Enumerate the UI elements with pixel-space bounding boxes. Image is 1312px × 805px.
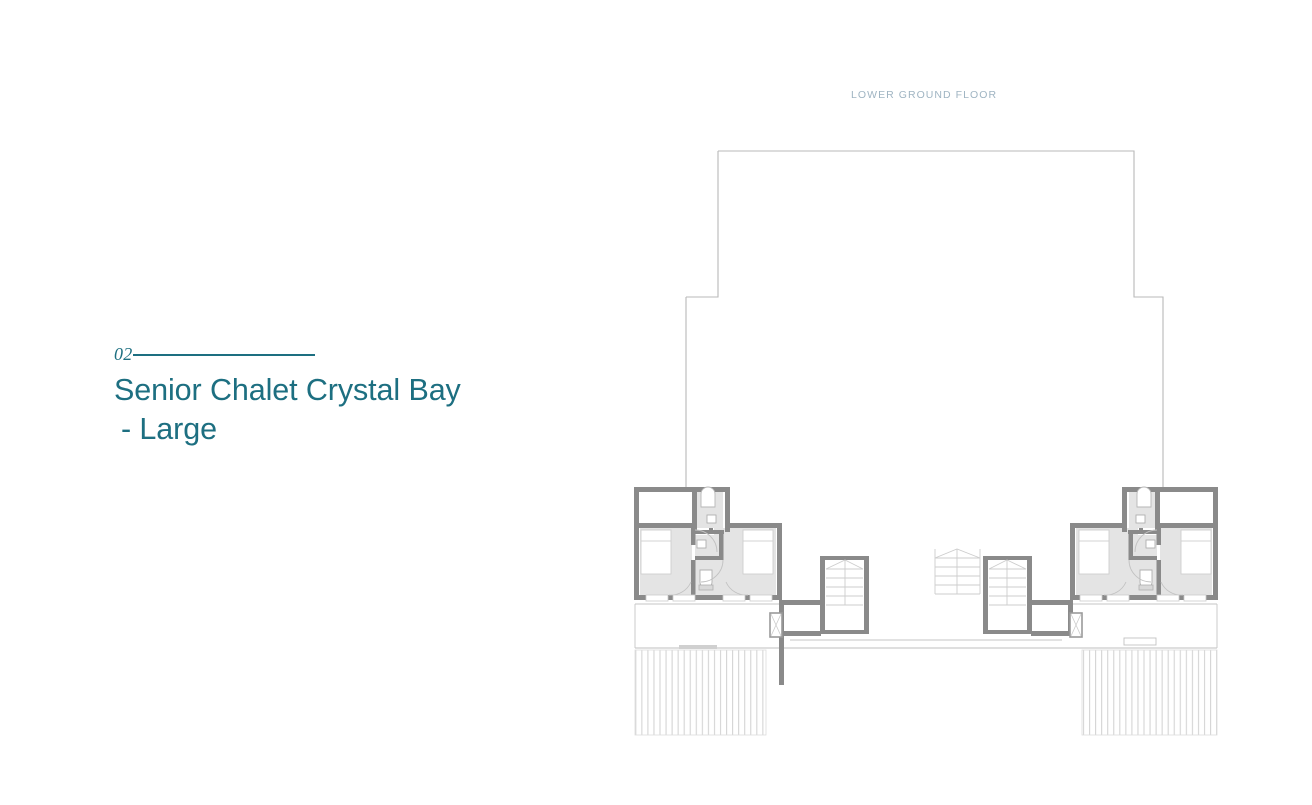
right-wing-beds <box>1078 529 1212 575</box>
left-wing-beds <box>640 529 774 575</box>
service-box-left <box>769 600 821 685</box>
floor-label: LOWER GROUND FLOOR <box>851 89 998 101</box>
left-terrace <box>634 649 767 736</box>
building-footprint-outline <box>685 150 1164 490</box>
title-number: 02 <box>114 344 133 364</box>
left-wing-windows <box>645 594 773 602</box>
title-block: 02 Senior Chalet Crystal Bay - Large <box>114 343 584 449</box>
central-core-walls <box>820 556 1032 634</box>
right-wing <box>1070 486 1218 602</box>
left-wing-partitions <box>691 528 724 596</box>
page-title: Senior Chalet Crystal Bay - Large <box>114 371 584 449</box>
right-wing-windows <box>1079 594 1207 602</box>
stair-center <box>934 548 981 595</box>
page-title-line1: Senior Chalet Crystal Bay <box>114 373 461 407</box>
right-wing-door-swings <box>1103 529 1184 596</box>
right-terrace <box>1081 649 1218 736</box>
stair-right <box>988 559 1027 606</box>
left-wing <box>634 486 782 602</box>
right-wing-bathroom-fixtures <box>1135 486 1156 591</box>
title-rule <box>133 354 316 356</box>
terrace-door-right <box>1123 637 1157 646</box>
terrace-threshold-left <box>679 645 717 649</box>
central-core <box>679 548 1157 685</box>
stair-left <box>825 559 864 606</box>
base-slab-lines <box>634 603 1218 649</box>
left-wing-bathroom-fixtures <box>696 486 717 591</box>
right-wing-partitions <box>1128 528 1161 596</box>
left-wing-door-swings <box>668 529 749 596</box>
title-number-row: 02 <box>114 343 584 365</box>
service-box-right <box>1031 600 1083 638</box>
page-title-line2: - Large <box>121 412 217 446</box>
